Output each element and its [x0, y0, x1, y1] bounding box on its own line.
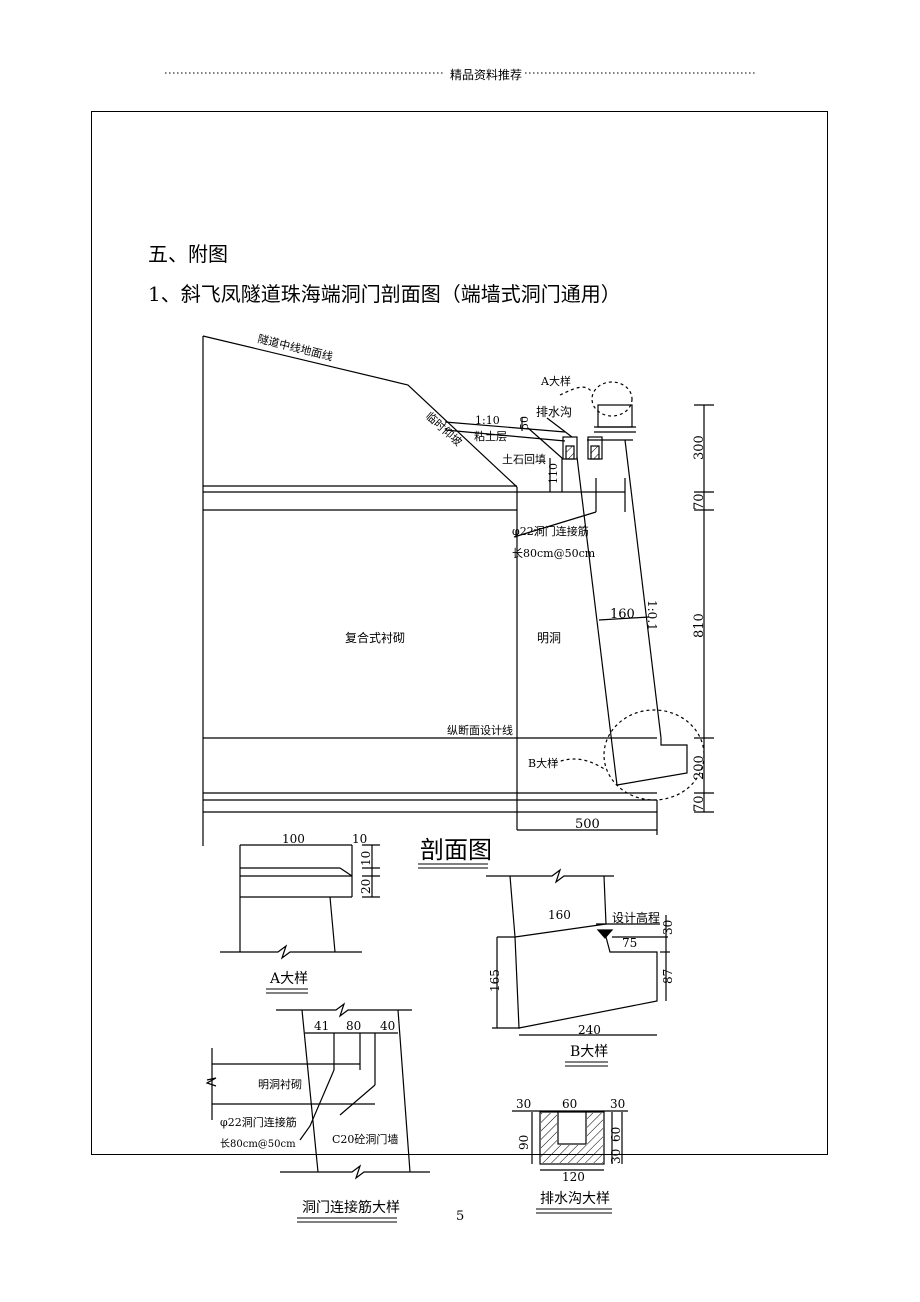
detail-b-dim-240: 240 [578, 1023, 601, 1037]
detail-b-drawing [486, 868, 670, 1036]
detail-b-dim-165: 165 [488, 969, 502, 992]
detail-b-dim-87: 87 [661, 969, 675, 984]
section-title: 剖面图 [420, 836, 492, 864]
lining-label: 明洞衬砌 [258, 1078, 302, 1091]
drain-detail-drawing [512, 1110, 628, 1171]
clay-layer-label: 粘土层 [474, 429, 507, 443]
dim-70a: 70 [692, 493, 707, 510]
detail-a-dim-10b: 10 [359, 851, 373, 866]
composite-lining-label: 复合式衬砌 [345, 630, 405, 645]
detail-b-dim-75: 75 [622, 936, 637, 950]
drain-dim-30b: 30 [610, 1097, 625, 1111]
detail-b-title: B大样 [570, 1044, 608, 1060]
rebar-detail-title: 洞门连接筋大样 [302, 1199, 400, 1216]
dim-300: 300 [692, 435, 707, 460]
detail-b-dim-160: 160 [548, 908, 571, 922]
rebar-dim-41: 41 [314, 1019, 329, 1033]
figure-heading: 1、斜飞凤隧道珠海端洞门剖面图（端墙式洞门通用） [148, 282, 621, 306]
page-number: 5 [456, 1209, 465, 1224]
rebar-label-1: φ22洞门连接筋 [512, 524, 589, 538]
detail-a-dim-10a: 10 [352, 832, 367, 846]
detail-b-ref: B大样 [528, 756, 558, 770]
drain-dim-30c: 30 [609, 1149, 623, 1164]
detail-a-title: A大样 [269, 971, 308, 987]
header-text: 精品资料推荐 [450, 68, 523, 82]
design-line-label: 纵断面设计线 [447, 723, 513, 737]
drain-dim-90: 90 [517, 1135, 531, 1150]
drain-detail-title: 排水沟大样 [540, 1191, 610, 1207]
rebar-label-2: 长80cm@50cm [512, 547, 596, 560]
ground-line-label: 隧道中线地面线 [256, 331, 334, 363]
dim-160-main: 160 [610, 607, 635, 622]
drain-dim-30a: 30 [516, 1097, 531, 1111]
rebar-dim-80: 80 [346, 1019, 361, 1033]
rebar-detail-label-2: 长80cm@50cm [220, 1138, 296, 1150]
open-tunnel-label: 明洞 [537, 631, 561, 645]
detail-a-drawing [220, 844, 380, 960]
design-elevation-label: 设计高程 [612, 910, 660, 925]
dim-200: 200 [692, 755, 707, 780]
wall-label: C20砼洞门墙 [332, 1132, 398, 1146]
dim-70b: 70 [692, 795, 707, 812]
drain-label: 排水沟 [536, 405, 572, 419]
drain-dim-60a: 60 [562, 1097, 577, 1111]
page-frame [91, 111, 828, 1155]
dim-50: 50 [518, 416, 531, 430]
drain-dim-60b: 60 [609, 1127, 623, 1142]
dim-500: 500 [575, 817, 600, 832]
section-drawing [202, 335, 714, 846]
slope-ratio-label: 1:10 [475, 414, 500, 427]
rebar-detail-label-1: φ22洞门连接筋 [220, 1115, 297, 1129]
detail-a-dim-20: 20 [359, 879, 373, 894]
temp-slope-label: 临时仰坡 [423, 409, 465, 449]
rebar-dim-40: 40 [380, 1019, 395, 1033]
drain-dim-120: 120 [562, 1170, 585, 1184]
wall-slope-label: 1:0.1 [645, 600, 659, 631]
detail-a-ref: A大样 [540, 374, 571, 388]
dim-810: 810 [692, 613, 707, 638]
section-heading: 五、附图 [148, 242, 228, 266]
detail-b-dim-30: 30 [661, 920, 675, 935]
detail-a-dim-100: 100 [282, 832, 305, 846]
backfill-label: 土石回填 [502, 452, 546, 466]
dim-110: 110 [547, 463, 560, 484]
rebar-detail-drawing [205, 1002, 430, 1180]
